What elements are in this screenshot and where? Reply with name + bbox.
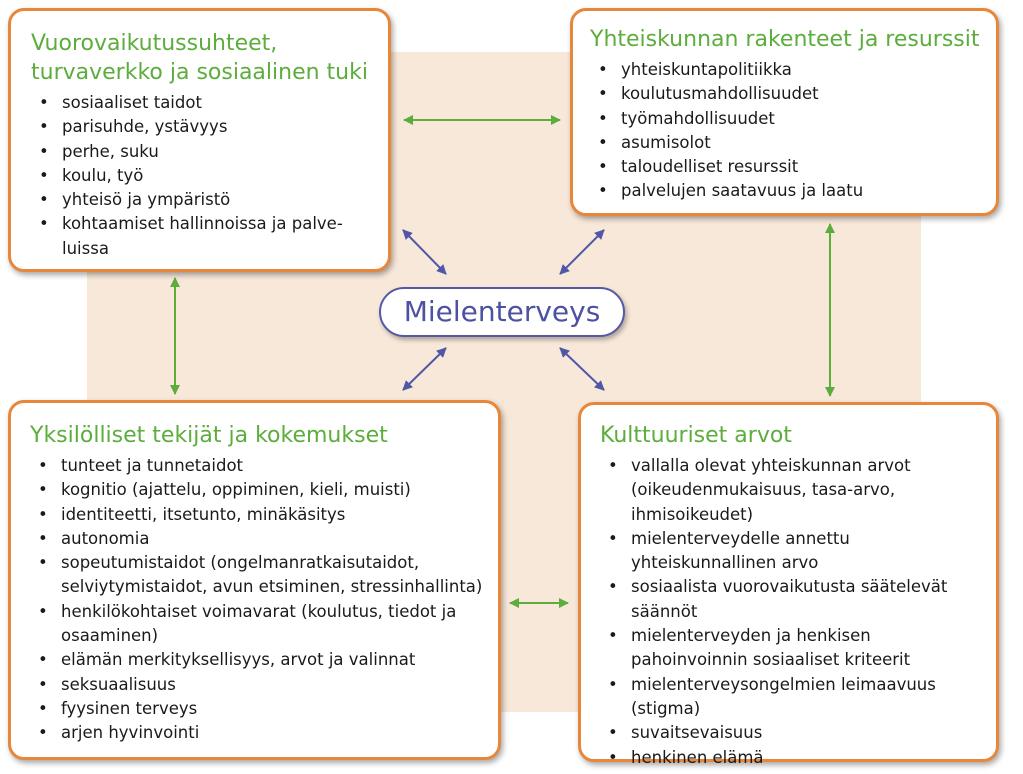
list-item: henkinen elämä <box>600 746 985 771</box>
list-item: tunteet ja tunnetaidot <box>30 454 485 479</box>
list-item: fyysinen terveys <box>30 697 485 722</box>
item-list: yhteiskuntapolitiikkakoulutusmahdollisuu… <box>590 58 996 204</box>
list-item: koulutusmahdollisuudet <box>590 82 996 107</box>
list-item: sosiaaliset taidot <box>31 91 351 116</box>
list-item: yhteiskuntapolitiikka <box>590 58 996 83</box>
mental-health-center-node: Mielenterveys <box>379 287 625 337</box>
list-item: työmahdollisuudet <box>590 107 996 132</box>
item-list: sosiaaliset taidotparisuhde, ystävyysper… <box>31 91 351 261</box>
list-item: suvaitsevaisuus <box>600 721 985 746</box>
arrow-center-bottom-left <box>402 347 447 391</box>
list-item: kognitio (ajattelu, oppiminen, kieli, mu… <box>30 478 485 503</box>
list-item: vallalla olevat yhteiskunnan arvot (oike… <box>600 454 985 527</box>
list-item: mielenterveyden ja henkisen pahoinvoinni… <box>600 624 985 673</box>
list-item: arjen hyvinvointi <box>30 721 485 746</box>
item-list: vallalla olevat yhteiskunnan arvot (oike… <box>600 454 985 770</box>
list-item: identiteetti, itsetunto, minäkäsitys <box>30 503 485 528</box>
list-item: henkilökohtaiset voimavarat (koulutus, t… <box>30 600 485 649</box>
arrow-center-top-right <box>559 229 605 275</box>
list-item: palvelujen saatavuus ja laatu <box>590 179 996 204</box>
box-title: Yksilölliset tekijät ja kokemukset <box>30 423 388 448</box>
arrow-center-top-left <box>402 229 447 275</box>
social-relations-box: Vuorovaikutussuhteet, turvaverkko ja sos… <box>8 8 391 272</box>
list-item: parisuhde, ystävyys <box>31 115 351 140</box>
list-item: asumisolot <box>590 131 996 156</box>
list-item: koulu, työ <box>31 164 351 189</box>
societal-structures-box: Yhteiskunnan rakenteet ja resurssit yhte… <box>570 8 999 216</box>
list-item: seksuaalisuus <box>30 673 485 698</box>
list-item: mielenterveydelle annettu yhteiskunnalli… <box>600 527 985 576</box>
list-item: perhe, suku <box>31 140 351 165</box>
list-item: autonomia <box>30 527 485 552</box>
list-item: yhteisö ja ympäristö <box>31 188 351 213</box>
box-title: Yhteiskunnan rakenteet ja resurssit <box>590 27 980 52</box>
list-item: mielenterveysongelmien leimaavuus (stigm… <box>600 673 985 722</box>
individual-factors-box: Yksilölliset tekijät ja kokemukset tunte… <box>8 400 501 760</box>
list-item: elämän merkityksellisyys, arvot ja valin… <box>30 648 485 673</box>
list-item: sosiaalista vuorovaikutusta säätelevät s… <box>600 575 985 624</box>
cultural-values-box: Kulttuuriset arvot vallalla olevat yhtei… <box>578 402 999 770</box>
arrow-center-bottom-right <box>559 347 605 391</box>
box-title: Vuorovaikutussuhteet, turvaverkko ja sos… <box>31 31 368 85</box>
box-title: Kulttuuriset arvot <box>600 423 792 448</box>
list-item: kohtaamiset hallinnoissa ja palve-luissa <box>31 212 351 261</box>
list-item: taloudelliset resurssit <box>590 155 996 180</box>
list-item: sopeutumistaidot (ongelmanratkaisutaidot… <box>30 551 485 600</box>
item-list: tunteet ja tunnetaidotkognitio (ajattelu… <box>30 454 485 746</box>
